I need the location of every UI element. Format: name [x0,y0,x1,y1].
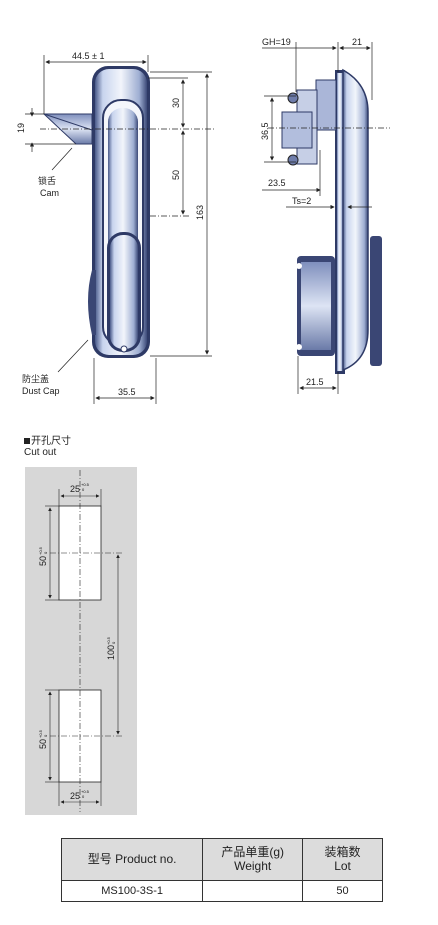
dim-35-5: 35.5 [118,387,136,397]
cutout-width-bottom: 25 [70,791,80,801]
cutout-height-upper-tol: +0.5 [38,546,43,555]
cutout-title: 开孔尺寸 Cut out [24,436,71,458]
cam-label-cn: 锁舌 [38,175,56,186]
cutout-label-bottom: 25 +0.5 0 [70,789,90,801]
cutout-dimensions [45,470,124,812]
cam-label-en: Cam [40,188,59,198]
bullet-square-icon [24,438,30,444]
cell-product: MS100-3S-1 [60,879,204,903]
cell-weight [202,879,304,903]
cutout-width-bottom-tol: +0.5 [81,789,90,794]
dim-163: 163 [195,205,205,220]
dim-30: 30 [171,98,181,108]
cutout-label-lower: 50 +0.5 0 [38,729,48,749]
cell-lot: 50 [302,879,383,903]
cutout-width-bottom-tol2: 0 [82,794,85,799]
cutout-label-upper: 50 +0.5 0 [38,546,48,566]
cutout-label-pitch: 100 +0.5 0 [106,636,116,660]
cutout-pitch-tol2: 0 [111,641,116,644]
dim-19: 19 [16,123,26,133]
table-row: MS100-3S-1 50 [60,879,383,903]
header-product: 型号 Product no. [60,838,204,881]
cutout-height-upper-tol2: 0 [43,551,48,554]
side-handle [281,68,382,374]
cutout-pitch: 100 [106,645,116,660]
cutout-height-upper: 50 [38,556,48,566]
cutout-width-top-tol: +0.5 [81,482,90,487]
dim-21: 21 [352,37,362,47]
dim-ts-2: Ts=2 [292,196,311,206]
dim-44-5: 44.5 ± 1 [72,51,104,61]
cutout-height-lower: 50 [38,739,48,749]
side-dimensions [262,42,390,394]
cutout-width-top: 25 [70,484,80,494]
dim-23-5: 23.5 [268,178,286,188]
dim-50: 50 [171,170,181,180]
cutout-height-lower-tol2: 0 [43,734,48,737]
dim-36-5: 36.5 [260,122,270,140]
dust-cap-label-cn: 防尘盖 [22,373,49,384]
header-weight: 产品单重(g)Weight [202,838,304,881]
cutout-width-top-tol2: 0 [82,487,85,492]
dim-gh-19: GH=19 [262,37,291,47]
cutout-title-cn: 开孔尺寸 [31,436,71,447]
cutout-pitch-tol: +0.5 [106,636,111,645]
cutout-height-lower-tol: +0.5 [38,729,43,738]
cutout-label-top: 25 +0.5 0 [70,482,90,494]
dust-cap-label-en: Dust Cap [22,386,60,396]
dim-21-5: 21.5 [306,377,324,387]
front-dimensions [25,55,215,404]
front-handle [88,66,150,358]
cutout-title-en: Cut out [24,447,57,458]
